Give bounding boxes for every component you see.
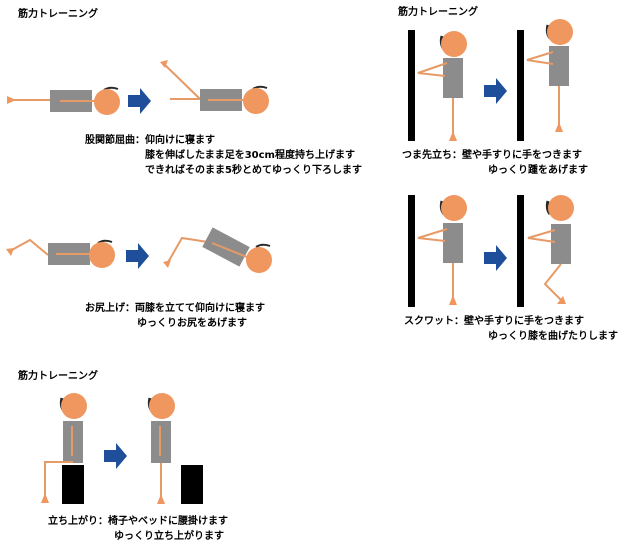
squat-before-figure xyxy=(408,195,467,307)
step-arrow-icon xyxy=(484,78,507,104)
arm xyxy=(417,228,448,242)
arm xyxy=(417,62,448,77)
caption-line: ゆっくり踵をあげます xyxy=(488,165,588,176)
bent-leg xyxy=(166,236,209,265)
bent-leg xyxy=(44,461,73,496)
caption-line: 膝を伸ばしたまま足を30cm程度持ち上げます xyxy=(145,150,355,161)
caption-line: 壁や手すりに手をつきます xyxy=(464,316,584,327)
bridge-after-figure xyxy=(163,227,272,273)
caption-line: ゆっくり立ち上がります xyxy=(114,531,224,542)
foot-icon xyxy=(555,122,563,132)
wall xyxy=(408,30,415,141)
standup-caption: 立ち上がり：椅子やベッドに腰掛けます ゆっくり立ち上がります xyxy=(48,514,228,544)
head xyxy=(61,393,87,419)
squat-caption: スクワット：壁や手すりに手をつきます ゆっくり膝を曲げたりします xyxy=(404,314,618,344)
head xyxy=(547,19,573,45)
caption-line: 壁や手すりに手をつきます xyxy=(462,150,582,161)
standup-after-figure xyxy=(147,393,203,504)
head xyxy=(149,393,175,419)
exercise-name: お尻上げ： xyxy=(85,303,135,314)
caption-line: ゆっくりお尻をあげます xyxy=(137,318,247,329)
caption-line: できればそのまま5秒とめてゆっくり下ろします xyxy=(145,165,362,176)
section-title-top-left: 筋力トレーニング xyxy=(18,9,98,20)
step-arrow-icon xyxy=(104,443,127,469)
bridge-before-figure xyxy=(6,238,115,268)
hip-flexion-caption: 股関節屈曲：仰向けに寝ます 膝を伸ばしたまま足を30cm程度持ち上げます できれ… xyxy=(85,133,362,178)
exercise-name: 立ち上がり： xyxy=(48,516,108,527)
caption-line: 仰向けに寝ます xyxy=(145,135,215,146)
wall xyxy=(408,195,415,307)
chair xyxy=(62,465,84,504)
head xyxy=(441,31,467,57)
foot-icon xyxy=(7,96,16,104)
standup-before-figure xyxy=(41,393,87,504)
torso xyxy=(549,46,569,86)
head xyxy=(441,195,467,221)
tiptoe-before-figure xyxy=(408,30,467,141)
arm xyxy=(526,51,554,65)
exercise-name: 股関節屈曲： xyxy=(85,135,145,146)
exercise-name: つま先立ち： xyxy=(402,150,462,161)
torso xyxy=(551,224,571,264)
caption-line: 椅子やベッドに腰掛けます xyxy=(108,516,228,527)
section-title-bottom-left: 筋力トレーニング xyxy=(18,371,98,382)
head xyxy=(548,195,574,221)
bent-leg xyxy=(9,238,49,256)
step-arrow-icon xyxy=(484,245,507,271)
squat-after-figure xyxy=(517,195,574,307)
torso xyxy=(443,223,463,263)
foot-icon xyxy=(41,493,49,503)
foot-icon xyxy=(449,131,457,141)
head xyxy=(243,88,269,114)
caption-line: ゆっくり膝を曲げたりします xyxy=(488,331,618,342)
wall xyxy=(517,195,524,307)
torso xyxy=(202,227,250,267)
hip-flexion-before-figure xyxy=(7,86,120,115)
caption-line: 両膝を立てて仰向けに寝ます xyxy=(135,303,265,314)
head xyxy=(94,89,120,115)
foot-icon xyxy=(449,295,457,305)
foot-icon xyxy=(557,296,566,304)
tiptoe-caption: つま先立ち：壁や手すりに手をつきます ゆっくり踵をあげます xyxy=(402,148,588,178)
head xyxy=(246,247,272,273)
torso xyxy=(443,58,463,98)
head xyxy=(89,242,115,268)
section-title-top-right: 筋力トレーニング xyxy=(398,7,478,18)
hip-flexion-after-figure xyxy=(160,60,269,114)
bent-leg xyxy=(543,263,563,302)
raised-leg xyxy=(163,63,201,100)
bridge-caption: お尻上げ：両膝を立てて仰向けに寝ます ゆっくりお尻をあげます xyxy=(85,301,265,331)
step-arrow-icon xyxy=(126,243,149,269)
foot-icon xyxy=(157,494,165,504)
step-arrow-icon xyxy=(128,88,151,114)
arm xyxy=(527,229,556,243)
wall xyxy=(517,30,524,141)
arm xyxy=(211,242,253,260)
hair xyxy=(255,243,271,248)
tiptoe-after-figure xyxy=(517,19,573,141)
exercise-name: スクワット： xyxy=(404,316,464,327)
chair xyxy=(181,465,203,504)
